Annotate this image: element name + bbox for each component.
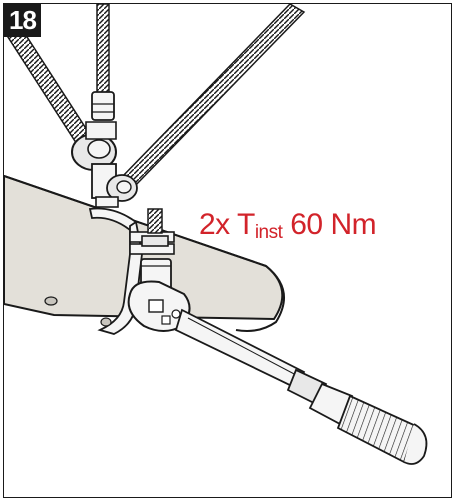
rod-coupling bbox=[91, 91, 115, 121]
installation-illustration bbox=[4, 4, 428, 465]
torque-value: 60 Nm bbox=[290, 208, 377, 241]
threaded-rod-right bbox=[118, 4, 306, 191]
step-number-badge: 18 bbox=[4, 4, 41, 37]
torque-symbol: T bbox=[236, 208, 255, 241]
torque-subscript: inst bbox=[254, 222, 283, 243]
threaded-rod-vertical bbox=[96, 4, 110, 100]
swivel-joint-lower bbox=[91, 163, 138, 208]
clamp-bolt bbox=[141, 208, 169, 247]
torque-count: 2x bbox=[199, 208, 237, 241]
instruction-panel: 18 bbox=[3, 3, 452, 498]
threaded-rod-left bbox=[4, 24, 98, 154]
torque-wrench bbox=[127, 258, 428, 465]
swivel-joint-upper bbox=[71, 121, 117, 171]
torque-label: 2x Tinst 60 Nm bbox=[199, 208, 377, 243]
